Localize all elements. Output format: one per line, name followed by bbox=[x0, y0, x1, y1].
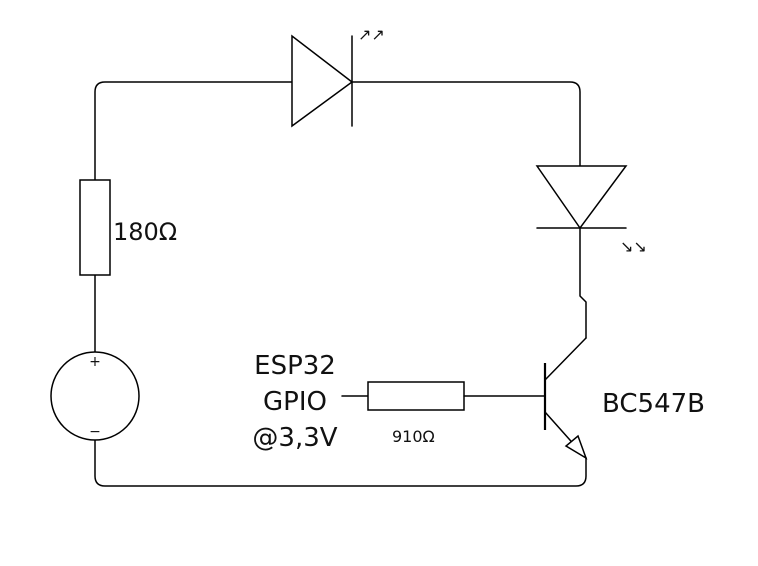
source-minus-sign: − bbox=[89, 424, 101, 440]
transistor-npn bbox=[543, 337, 588, 460]
led-top: ↗↗ bbox=[291, 25, 385, 128]
led-right-triangle bbox=[535, 165, 628, 230]
resistor-910 bbox=[367, 381, 465, 411]
wire-bottom bbox=[94, 439, 587, 487]
wire-top-left bbox=[94, 81, 293, 181]
gpio-label-line3: @3,3V bbox=[252, 423, 337, 453]
led-top-emission-arrows: ↗↗ bbox=[358, 25, 385, 44]
gpio-label-line1: ESP32 bbox=[254, 351, 336, 381]
resistor-180-label: 180Ω bbox=[113, 218, 177, 246]
transistor-label: BC547B bbox=[602, 389, 705, 419]
transistor-collector bbox=[544, 337, 587, 381]
source-plus-sign: + bbox=[89, 354, 101, 370]
gpio-label-line2: GPIO bbox=[263, 387, 327, 417]
resistor-910-label: 910Ω bbox=[392, 427, 435, 446]
voltage-source bbox=[50, 351, 140, 441]
wire-led-to-collector bbox=[579, 227, 587, 339]
wire-top-right bbox=[351, 81, 581, 167]
led-top-triangle bbox=[291, 34, 354, 128]
led-right: ↘↘ bbox=[535, 165, 647, 256]
led-right-emission-arrows: ↘↘ bbox=[620, 237, 647, 256]
resistor-180 bbox=[79, 179, 111, 276]
transistor-emitter-arrow bbox=[564, 434, 588, 460]
